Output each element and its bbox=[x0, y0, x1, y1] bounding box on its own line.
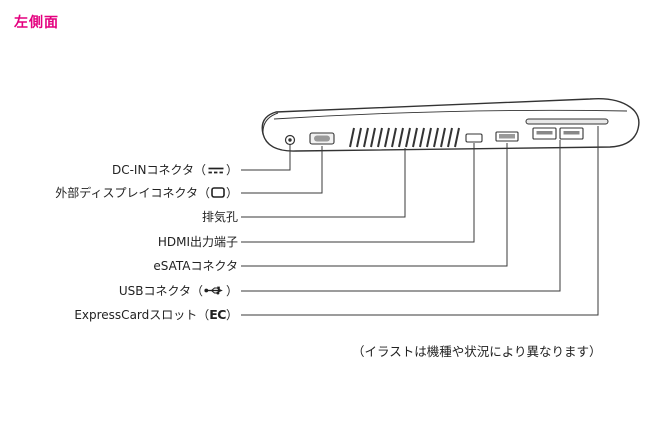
label-text: 外部ディスプレイコネクタ（ bbox=[55, 186, 210, 200]
leader-usb bbox=[241, 140, 561, 292]
leader-esata bbox=[241, 143, 508, 267]
expresscard-slot bbox=[525, 118, 609, 125]
label-text: eSATAコネクタ bbox=[153, 259, 238, 273]
page-title: 左側面 bbox=[14, 15, 59, 31]
display-icon bbox=[211, 186, 225, 202]
label-usb-connector: USBコネクタ（ ） bbox=[119, 283, 238, 299]
label-close: ） bbox=[225, 186, 238, 200]
label-text: USBコネクタ（ bbox=[118, 284, 203, 298]
label-vent: 排気孔 bbox=[202, 209, 238, 225]
expresscard-logo: EC bbox=[209, 307, 226, 322]
dc-power-icon bbox=[207, 163, 225, 179]
vga-port-inner bbox=[314, 135, 330, 142]
label-hdmi-output: HDMI出力端子 bbox=[158, 234, 238, 250]
label-text: ExpressCardスロット（ bbox=[74, 308, 210, 322]
label-text: DC-INコネクタ（ bbox=[111, 163, 206, 177]
label-text: HDMI出力端子 bbox=[157, 235, 238, 249]
usb-port-1-tongue bbox=[536, 131, 553, 135]
label-close: ） bbox=[225, 163, 238, 177]
label-text: 排気孔 bbox=[201, 210, 238, 224]
label-expresscard-slot: ExpressCardスロット（EC） bbox=[74, 307, 238, 323]
label-esata-connector: eSATAコネクタ bbox=[153, 258, 238, 274]
dc-in-pin bbox=[288, 138, 292, 142]
usb-icon bbox=[204, 284, 225, 300]
esata-port-inner bbox=[499, 134, 515, 139]
usb-port-2-tongue bbox=[563, 131, 580, 135]
illustration-note: （イラストは機種や状況により異なります） bbox=[352, 344, 602, 359]
laptop-lid-seam bbox=[273, 109, 628, 120]
laptop-left-side-illustration bbox=[261, 97, 640, 152]
hdmi-port bbox=[465, 133, 483, 143]
label-close: ） bbox=[225, 308, 238, 322]
leader-vent bbox=[241, 148, 406, 218]
label-dc-in-connector: DC-INコネクタ（ ） bbox=[112, 162, 238, 178]
label-close: ） bbox=[225, 284, 238, 298]
label-external-display-connector: 外部ディスプレイコネクタ（ ） bbox=[55, 185, 238, 201]
